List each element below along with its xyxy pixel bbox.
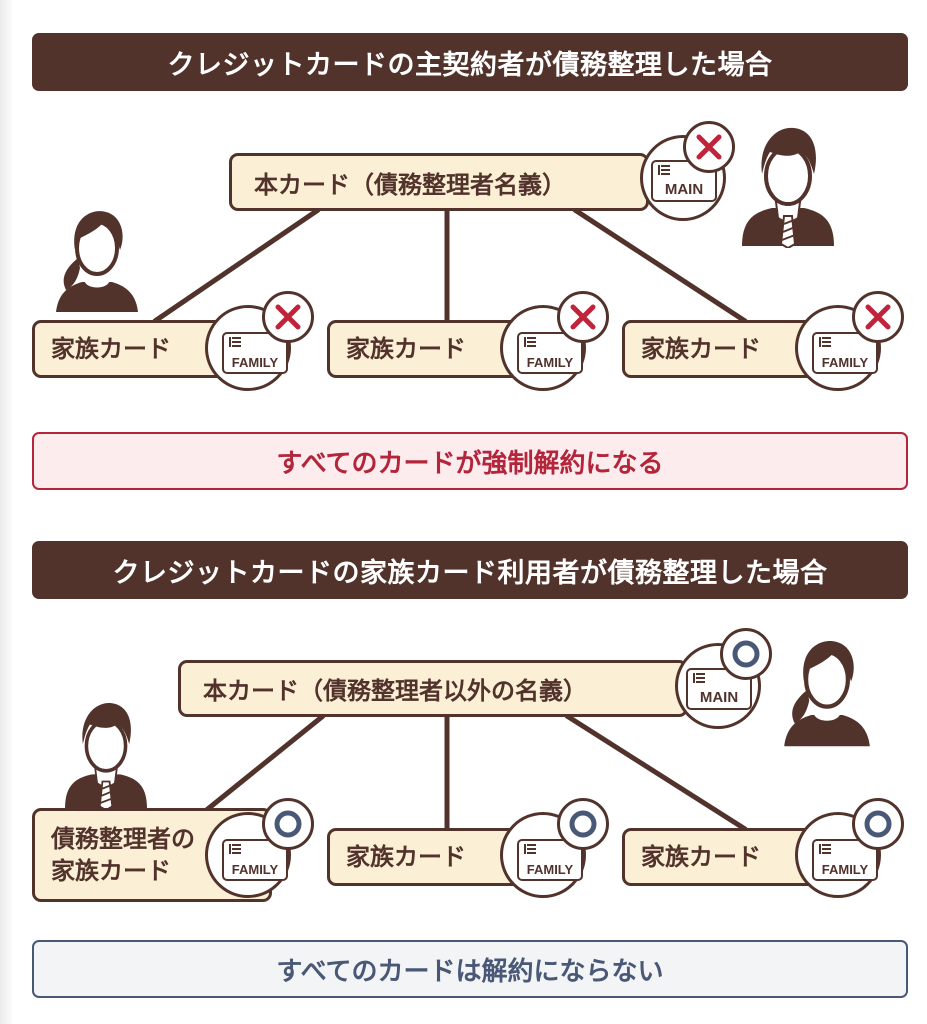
man-person-icon (65, 702, 147, 810)
page-edge (0, 0, 12, 1024)
woman-person-icon (784, 640, 870, 747)
main-card-icon: MAIN (675, 643, 761, 729)
label-line: 家族カード (51, 857, 171, 885)
card-type-text: FAMILY (526, 355, 574, 370)
status-badge (683, 121, 735, 173)
card-type-text: FAMILY (231, 862, 279, 877)
status-badge (852, 291, 904, 343)
woman-person-icon (56, 211, 138, 312)
cross-icon (570, 304, 596, 330)
connector-line (152, 207, 321, 324)
circle-icon (274, 810, 302, 838)
status-badge (262, 291, 314, 343)
family-card-icon: FAMILY (795, 305, 881, 391)
family-card-icon: FAMILY (500, 305, 586, 391)
chip-icon (819, 844, 831, 854)
main-card-label: 本カード（債務整理者名義） (229, 153, 649, 211)
main-card-label: 本カード（債務整理者以外の名義） (178, 660, 688, 717)
status-badge (557, 798, 609, 850)
card-type-text: FAMILY (231, 355, 279, 370)
connector-line (564, 713, 748, 832)
status-badge (852, 798, 904, 850)
chip-icon (658, 165, 670, 175)
chip-icon (229, 337, 241, 347)
card-type-text: FAMILY (821, 862, 869, 877)
status-badge (720, 628, 772, 680)
result-box: すべてのカードは解約にならない (32, 940, 908, 998)
card-type-text: MAIN (664, 181, 704, 198)
chip-icon (693, 673, 705, 683)
circle-icon (732, 640, 760, 668)
label-line: 債務整理者の (51, 824, 195, 853)
result-box: すべてのカードが強制解約になる (32, 432, 908, 490)
section-header: クレジットカードの家族カード利用者が債務整理した場合 (32, 541, 908, 599)
family-card-icon: FAMILY (205, 305, 291, 391)
status-badge (557, 291, 609, 343)
chip-icon (229, 844, 241, 854)
card-type-text: FAMILY (821, 355, 869, 370)
chip-icon (524, 337, 536, 347)
circle-icon (569, 810, 597, 838)
status-badge (262, 798, 314, 850)
circle-icon (864, 810, 892, 838)
connector-line (572, 207, 748, 324)
cross-icon (275, 304, 301, 330)
section-header: クレジットカードの主契約者が債務整理した場合 (32, 33, 908, 91)
man-person-icon (742, 127, 834, 248)
cross-icon (865, 304, 891, 330)
card-type-text: MAIN (699, 689, 739, 706)
chip-icon (819, 337, 831, 347)
chip-icon (524, 844, 536, 854)
cross-icon (696, 134, 722, 160)
card-type-text: FAMILY (526, 862, 574, 877)
